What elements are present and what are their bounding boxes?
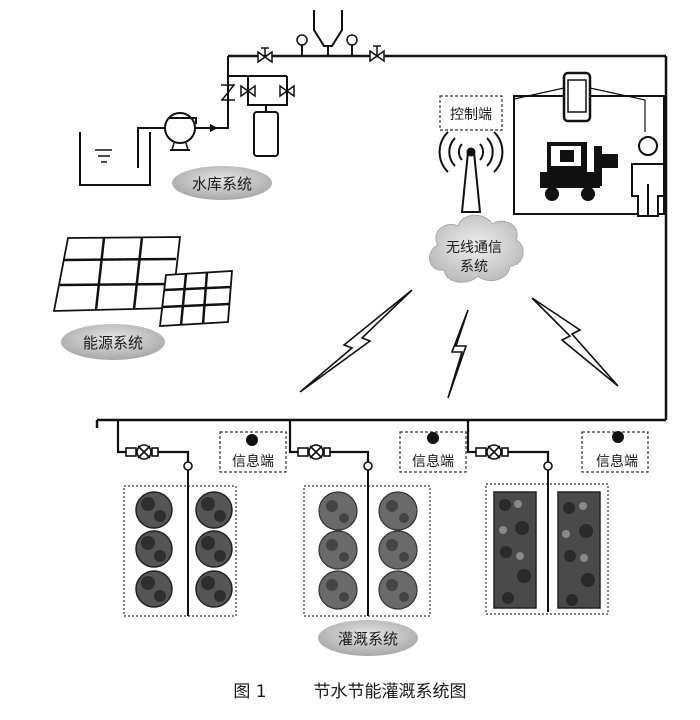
antenna-tower-icon [438, 131, 504, 213]
check-valve-icon [221, 84, 235, 101]
crop-field-1 [123, 470, 237, 617]
irrigation-branches [116, 420, 550, 462]
reservoir-system-label: 水库系统 [172, 166, 272, 200]
info-end-1: 信息端 [219, 431, 287, 473]
info-end-2: 信息端 [399, 431, 467, 473]
reservoir-system [79, 10, 385, 186]
svg-text:系统: 系统 [460, 259, 488, 275]
crop-field-2 [303, 470, 431, 617]
reservoir-tank [79, 132, 151, 186]
info-end-3: 信息端 [581, 431, 649, 473]
operator-person-icon [631, 136, 665, 217]
irrigation-system-label: 灌溉系统 [318, 620, 418, 656]
pressure-tank [253, 111, 279, 157]
pressure-gauge-icon [346, 34, 358, 46]
svg-text:信息端: 信息端 [596, 453, 638, 470]
svg-text:水库系统: 水库系统 [192, 175, 252, 193]
wireless-system-cloud: 无线通信 系统 [429, 214, 524, 283]
filter-valve-icon [475, 444, 509, 460]
figure-title: 节水节能灌溉系统图 [314, 682, 467, 702]
control-end-box: 控制端 [439, 95, 503, 131]
lightning-icon [299, 289, 413, 393]
svg-text:信息端: 信息端 [232, 453, 274, 470]
energy-system [52, 236, 233, 327]
svg-text:信息端: 信息端 [412, 453, 454, 470]
solar-panel-large [52, 236, 182, 312]
energy-system-label: 能源系统 [61, 324, 165, 360]
svg-text:控制端: 控制端 [450, 107, 492, 123]
solar-panel-small [158, 270, 233, 327]
hopper-icon [313, 10, 343, 47]
signal-bolts [299, 289, 619, 399]
lightning-icon [531, 297, 619, 387]
branch-valves [125, 444, 553, 471]
sensor-dot-icon [246, 434, 258, 446]
sensor-dot-icon [612, 431, 624, 443]
crop-field-3 [485, 470, 609, 615]
svg-text:无线通信: 无线通信 [446, 240, 502, 256]
svg-text:灌溉系统: 灌溉系统 [338, 630, 398, 648]
valve-node-icon [363, 461, 373, 471]
terminal-vehicle-icon [540, 142, 618, 201]
valve-node-icon [183, 461, 193, 471]
figure-number: 图 1 [233, 682, 266, 702]
valve-node-icon [543, 461, 553, 471]
svg-text:能源系统: 能源系统 [83, 334, 143, 352]
filter-valve-icon [297, 444, 331, 460]
valve-icon [240, 84, 256, 98]
figure-caption: 图 1 节水节能灌溉系统图 [233, 682, 466, 702]
lightning-icon [447, 309, 469, 399]
pressure-gauge-icon [296, 34, 308, 46]
valve-icon [279, 84, 295, 98]
control-center [513, 71, 665, 217]
sensor-dot-icon [427, 432, 439, 444]
filter-valve-icon [125, 444, 159, 460]
